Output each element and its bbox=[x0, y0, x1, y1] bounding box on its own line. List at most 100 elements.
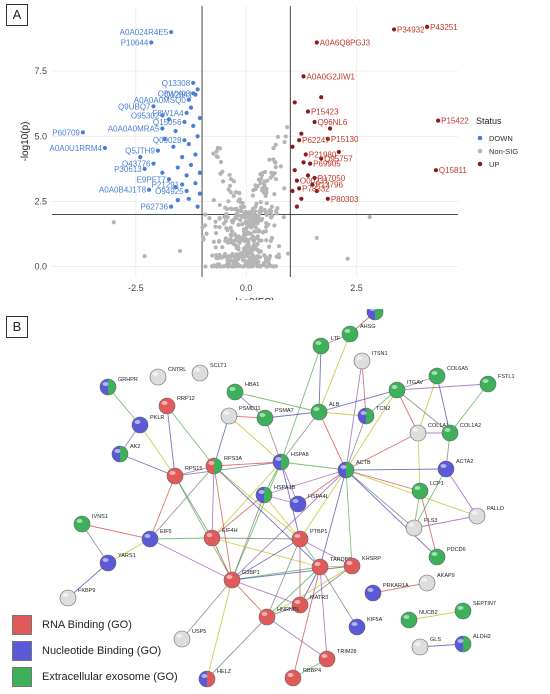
nonsig-point bbox=[251, 234, 256, 239]
network-edge bbox=[297, 469, 347, 505]
legend-label: Non-SIG bbox=[489, 147, 518, 156]
node-highlight bbox=[412, 428, 419, 432]
down-point bbox=[160, 170, 165, 175]
down-point bbox=[173, 128, 178, 134]
up-point-label: Q15811 bbox=[439, 166, 467, 175]
nonsig-point bbox=[203, 264, 208, 269]
nonsig-point bbox=[245, 253, 250, 258]
node-highlight bbox=[315, 341, 322, 345]
up-point-label: O00231 bbox=[300, 177, 329, 186]
node-circle bbox=[141, 530, 159, 548]
nonsig-point bbox=[245, 215, 250, 220]
network-node: COL1A2 bbox=[441, 423, 481, 442]
node-circle bbox=[131, 416, 149, 434]
axes: -2.50.02.50.02.55.07.5log2(FC)-log10(p) bbox=[20, 66, 363, 300]
node-highlight bbox=[294, 600, 301, 604]
nonsig-point bbox=[251, 259, 256, 264]
down-point bbox=[195, 134, 200, 139]
down-point bbox=[188, 105, 194, 110]
network-edge bbox=[149, 538, 233, 581]
network-node: PSMD11 bbox=[220, 406, 261, 425]
down-point-label: O94925 bbox=[155, 187, 184, 196]
data-points bbox=[80, 24, 441, 269]
up-point-label: Q96NL6 bbox=[318, 118, 348, 127]
node-label: GRHPR bbox=[118, 377, 138, 383]
nonsig-point bbox=[282, 186, 287, 191]
network-node: CNTRL bbox=[149, 367, 186, 386]
down-point bbox=[175, 198, 180, 203]
nonsig-point bbox=[240, 222, 245, 227]
up-point bbox=[325, 196, 330, 201]
nonsig-point bbox=[230, 229, 235, 234]
node-label: RPS15 bbox=[185, 466, 202, 472]
node-outline bbox=[366, 309, 384, 321]
node-highlight bbox=[194, 368, 201, 372]
down-point bbox=[182, 119, 187, 125]
network-edge bbox=[211, 494, 265, 539]
node-circle bbox=[454, 602, 472, 620]
node-label: ALDH2 bbox=[473, 634, 491, 640]
nonsig-point bbox=[215, 145, 220, 151]
up-point bbox=[297, 186, 302, 191]
node-label: G3BP1 bbox=[242, 570, 260, 576]
up-point bbox=[336, 149, 341, 155]
down-point bbox=[195, 204, 200, 209]
network-edge bbox=[319, 566, 328, 660]
network-edge bbox=[231, 566, 321, 581]
nucleotide-swatch bbox=[12, 641, 32, 661]
node-highlight bbox=[201, 674, 208, 678]
node-outline bbox=[205, 457, 223, 475]
node-highlight bbox=[321, 654, 328, 658]
nonsig-point bbox=[249, 214, 254, 219]
down-point-label: A0A024R4E5 bbox=[120, 28, 169, 37]
node-label: PTBP1 bbox=[310, 529, 327, 535]
up-point bbox=[325, 136, 330, 141]
network-node: RPS3A bbox=[205, 456, 242, 475]
nonsig-point bbox=[243, 247, 248, 252]
node-highlight bbox=[275, 457, 282, 461]
nonsig-point bbox=[253, 225, 259, 230]
node-label: ITGAV bbox=[407, 380, 423, 386]
up-point-label: P69905 bbox=[313, 160, 341, 169]
nonsig-point bbox=[225, 228, 230, 233]
nonsig-point bbox=[276, 244, 282, 249]
y-tick-label: 0.0 bbox=[34, 262, 47, 272]
nonsig-point bbox=[213, 219, 218, 224]
node-highlight bbox=[421, 578, 428, 582]
network-edge bbox=[449, 383, 489, 434]
nonsig-point bbox=[269, 213, 275, 218]
down-point bbox=[151, 161, 156, 166]
node-highlight bbox=[340, 465, 347, 469]
down-point-label: Q15056 bbox=[153, 118, 182, 127]
network-edge bbox=[345, 469, 353, 567]
up-point bbox=[290, 144, 295, 149]
node-circle bbox=[312, 337, 330, 355]
x-tick-label: 2.5 bbox=[350, 283, 363, 293]
nonsig-point bbox=[252, 229, 257, 234]
network-edge bbox=[396, 383, 489, 391]
network-node: AHSG bbox=[341, 324, 376, 343]
node-circle bbox=[158, 397, 176, 415]
nonsig-point bbox=[250, 193, 255, 198]
down-point bbox=[166, 117, 172, 122]
network-node: EIF4H bbox=[203, 528, 238, 547]
network-node: COL1A1 bbox=[409, 423, 449, 442]
nonsig-point bbox=[278, 164, 283, 169]
node-highlight bbox=[206, 533, 213, 537]
network-node: GLS bbox=[411, 637, 441, 656]
node-label: ACTB bbox=[356, 460, 371, 466]
down-point-label: P60709 bbox=[52, 128, 80, 137]
down-point-label: O95302 bbox=[131, 111, 160, 120]
down-point bbox=[171, 144, 176, 149]
down-point-label: E9PFT7 bbox=[137, 175, 167, 184]
network-edge bbox=[234, 391, 320, 413]
network-edge bbox=[345, 415, 367, 471]
node-circle bbox=[409, 424, 427, 442]
down-point bbox=[180, 155, 185, 160]
node-circle bbox=[405, 519, 423, 537]
network-node: MATR3 bbox=[291, 595, 328, 614]
exosome-legend-label: Extracellular exosome (GO) bbox=[42, 671, 178, 683]
down-point-label: P21291 bbox=[152, 180, 180, 189]
network-edge bbox=[149, 537, 213, 540]
up-point bbox=[290, 188, 295, 194]
